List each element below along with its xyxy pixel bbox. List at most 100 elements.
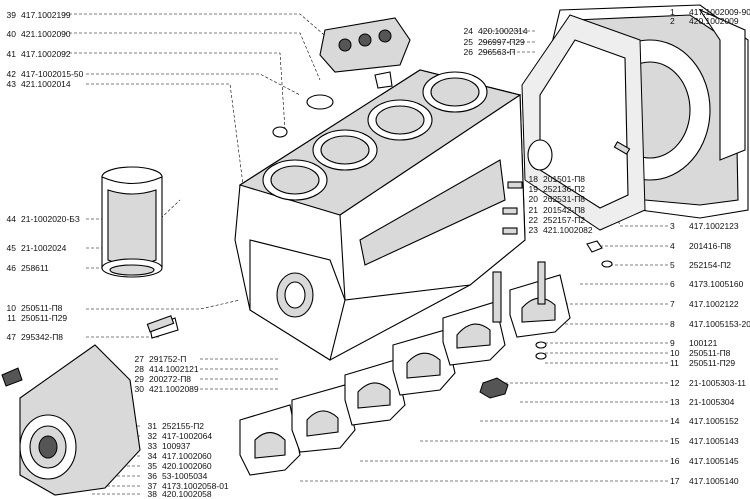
callout-11-right: 11 250511-П29 — [670, 358, 735, 368]
callout-part-code: 262531-П8 — [543, 194, 586, 204]
callout-number: 36 — [147, 471, 157, 481]
callout-number: 41 — [6, 49, 16, 59]
callout-16: 16 417.1005145 — [670, 456, 739, 466]
callout-number: 13 — [670, 397, 680, 407]
callout-part-code: 420.1002060 — [162, 461, 212, 471]
callout-part-code: 201542-П8 — [543, 205, 586, 215]
callout-part-code: 420.1002058 — [162, 489, 212, 499]
callout-part-code: 100937 — [162, 441, 191, 451]
callout-number: 23 — [528, 225, 538, 235]
callout-number: 38 — [147, 489, 157, 499]
callout-part-code: 417.1005140 — [689, 476, 739, 486]
callout-38: 38 420.1002058 — [143, 489, 212, 499]
callout-number: 29 — [134, 374, 144, 384]
main-bearing-caps — [239, 274, 571, 476]
callout-number: 18 — [528, 174, 538, 184]
callout-part-code: 417.1005145 — [689, 456, 739, 466]
callout-part-code: 417.1002123 — [689, 221, 739, 231]
callout-part-code: 417.1005153-20 — [689, 319, 750, 329]
callout-part-code: 421.1002082 — [543, 225, 593, 235]
callout-number: 15 — [670, 436, 680, 446]
callout-part-code: 421.1002089 — [149, 384, 199, 394]
callout-number: 10 — [670, 348, 680, 358]
callout-25: 25 296997-П29 — [459, 37, 525, 47]
callout-number: 6 — [670, 279, 675, 289]
callout-number: 11 — [7, 313, 16, 323]
callout-5: 5 252154-П2 — [670, 260, 731, 270]
callout-number: 20 — [528, 194, 538, 204]
callout-part-code: 21-1005303-11 — [689, 378, 747, 388]
callout-part-code: 21-1005304 — [689, 397, 735, 407]
cylinder-block — [234, 69, 526, 361]
callout-33: 33 100937 — [143, 441, 191, 451]
callout-number: 3 — [670, 221, 675, 231]
callout-number: 5 — [670, 260, 675, 270]
callout-part-code: 252155-П2 — [162, 421, 205, 431]
callout-number: 30 — [134, 384, 144, 394]
callout-number: 46 — [6, 263, 16, 273]
gasket-plate — [521, 14, 646, 231]
callout-part-code: 201416-П8 — [689, 241, 732, 251]
callout-number: 40 — [6, 29, 16, 39]
callout-part-code: 21-1002020-БЗ — [21, 214, 80, 224]
callout-part-code: 417.1002060 — [162, 451, 212, 461]
callout-part-code: 420.1002009 — [689, 16, 739, 26]
callout-4: 4 201416-П8 — [670, 241, 731, 251]
callout-number: 47 — [6, 332, 16, 342]
callout-number: 34 — [147, 451, 157, 461]
callout-part-code: 250511-П29 — [689, 358, 736, 368]
callout-number: 7 — [670, 299, 675, 309]
callout-number: 14 — [670, 416, 680, 426]
oil-pump-drive — [272, 17, 411, 138]
callout-part-code: 417.1002199 — [21, 10, 71, 20]
callout-part-code: 21-1002024 — [21, 243, 67, 253]
callout-number: 16 — [670, 456, 680, 466]
callout-20: 20 262531-П8 — [524, 194, 586, 204]
callout-number: 43 — [6, 79, 16, 89]
callout-6: 6 4173.1005160 — [670, 279, 743, 289]
callout-number: 11 — [670, 358, 679, 368]
callout-number: 21 — [528, 205, 538, 215]
callout-part-code: 414.1002121 — [149, 364, 199, 374]
callout-number: 2 — [670, 16, 675, 26]
callout-part-code: 417-1002015-50 — [21, 69, 84, 79]
callout-number: 25 — [463, 37, 473, 47]
callout-part-code: 296997-П29 — [478, 37, 525, 47]
callout-15: 15 417.1005143 — [670, 436, 739, 446]
callout-part-code: 252154-П2 — [689, 260, 732, 270]
callout-3: 3 417.1002123 — [670, 221, 739, 231]
callout-part-code: 417.1005143 — [689, 436, 739, 446]
callout-part-code: 250511-П8 — [689, 348, 731, 358]
callout-number: 4 — [670, 241, 675, 251]
callout-number: 37 — [147, 481, 157, 491]
callout-number: 8 — [670, 319, 675, 329]
callout-number: 33 — [147, 441, 157, 451]
callout-number: 12 — [670, 378, 680, 388]
fasteners — [146, 139, 631, 399]
callout-part-code: 4173.1005160 — [689, 279, 744, 289]
callout-34: 34 417.1002060 — [143, 451, 212, 461]
callout-number: 9 — [670, 338, 675, 348]
callout-12: 12 21-1005303-11 — [670, 378, 746, 388]
callout-number: 24 — [463, 26, 473, 36]
